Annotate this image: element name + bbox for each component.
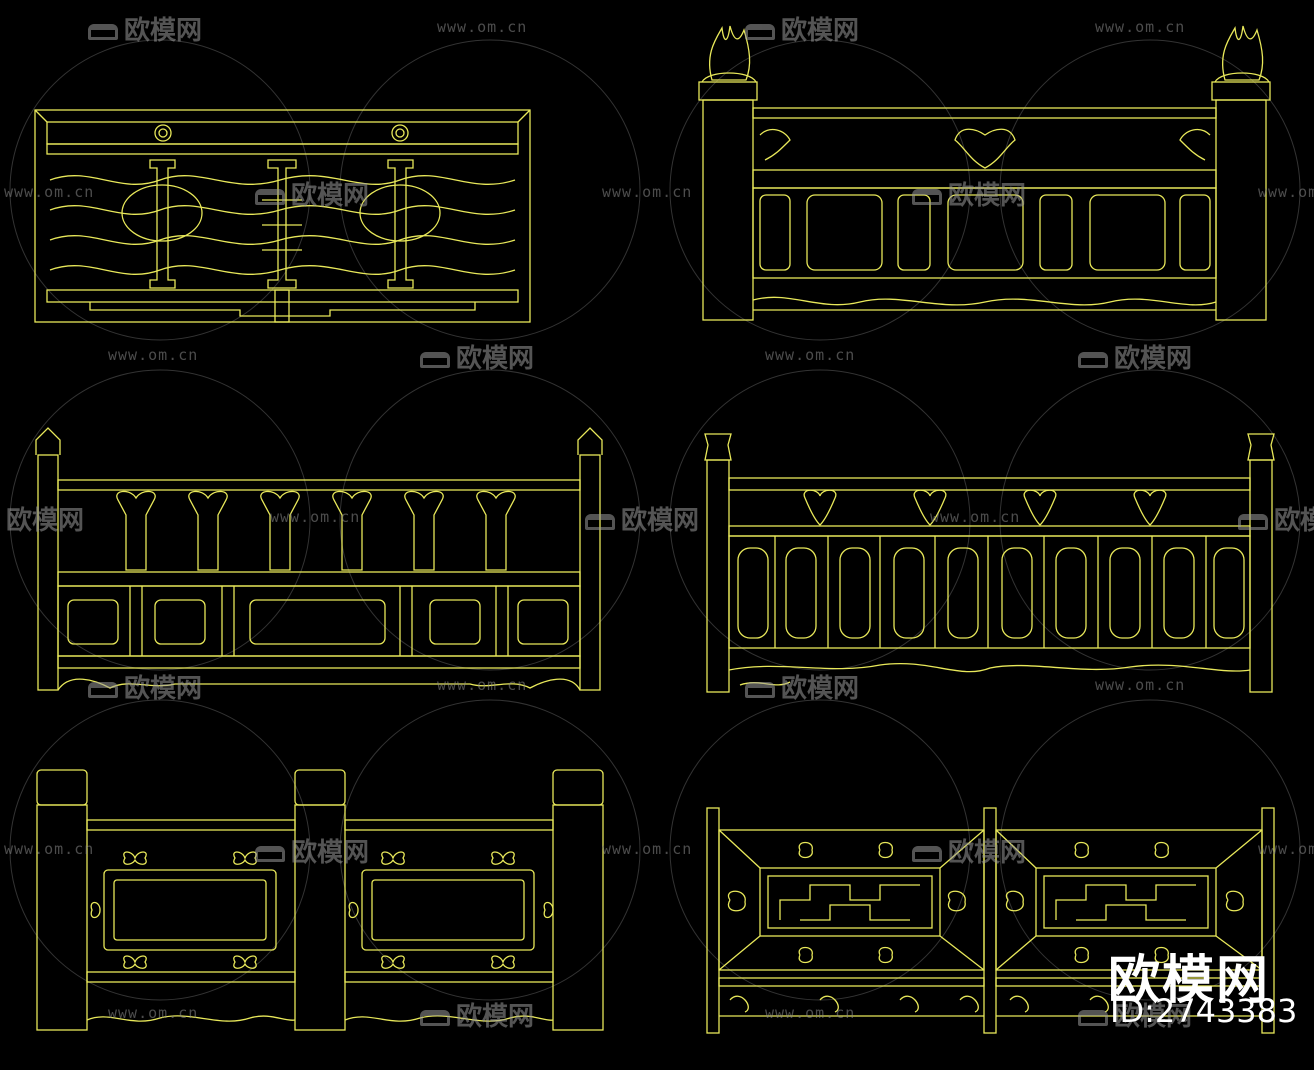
watermark-site: www.om.cn — [602, 183, 693, 201]
sofa-logo-icon — [745, 23, 775, 40]
railing-flame-posts — [698, 25, 1271, 321]
watermark-site: www.om.cn — [1258, 840, 1314, 858]
watermark-brand: 欧模网 — [912, 832, 1026, 869]
watermark-brand: 欧模网 — [420, 996, 534, 1033]
watermark-site: www.om.cn — [602, 840, 693, 858]
watermark-brand: 欧模网 — [6, 506, 85, 536]
watermark-site: www.om.cn — [437, 676, 528, 694]
watermark-circles — [9, 39, 1301, 1001]
railing-scroll-ironwork — [34, 109, 531, 323]
sofa-logo-icon — [912, 845, 942, 862]
stamp-brand: 欧模网 — [1108, 951, 1271, 1011]
watermark-brand: 欧模网 — [1078, 996, 1192, 1033]
sofa-logo-icon — [420, 351, 450, 368]
watermark-brand: 欧模网 — [255, 832, 369, 869]
sofa-logo-icon — [420, 1009, 450, 1026]
watermark-site: www.om.cn — [1095, 18, 1186, 36]
watermark-brand: 欧模网 — [88, 10, 202, 47]
sofa-logo-icon — [255, 188, 285, 205]
watermark-brand: 欧模网 — [745, 668, 859, 705]
sofa-logo-icon — [912, 188, 942, 205]
flame-finial-left — [708, 25, 751, 81]
railing-fret-lattice — [706, 807, 1275, 1034]
sofa-logo-icon — [1078, 1009, 1108, 1026]
watermark-brand: 欧模网 — [420, 338, 534, 375]
watermark-site: www.om.cn — [108, 1004, 199, 1022]
watermark-site: www.om.cn — [4, 183, 95, 201]
watermark-site: www.om.cn — [270, 508, 361, 526]
rosette-left — [154, 124, 172, 142]
sofa-logo-icon — [88, 23, 118, 40]
sofa-logo-icon — [255, 845, 285, 862]
rosette-right — [391, 124, 409, 142]
watermark-site: www.om.cn — [1258, 183, 1314, 201]
watermark-brand: 欧模网 — [255, 175, 369, 212]
watermark-site: www.om.cn — [765, 1004, 856, 1022]
watermark-brand: 欧模网 — [912, 175, 1026, 212]
watermark-site: www.om.cn — [4, 840, 95, 858]
sofa-logo-icon — [585, 513, 615, 530]
watermark-brand: 欧模网 — [1078, 338, 1192, 375]
flame-finial-right — [1221, 25, 1264, 81]
watermark-site: www.om.cn — [930, 508, 1021, 526]
railing-square-posts — [36, 769, 604, 1031]
watermark-brand: 欧模网 — [745, 10, 859, 47]
sofa-logo-icon — [1238, 513, 1268, 530]
watermark-brand: 欧模网 — [585, 500, 699, 537]
watermark-brand: 欧模网 — [1238, 500, 1314, 537]
watermark-site: www.om.cn — [108, 346, 199, 364]
cloud-panel-row — [737, 547, 1245, 639]
sofa-logo-icon — [88, 681, 118, 698]
cloud-scroll-motifs — [727, 841, 1244, 964]
sofa-logo-icon — [745, 681, 775, 698]
railing-vase-balusters — [35, 427, 603, 691]
butterfly-motifs — [90, 851, 554, 969]
vase-baluster-row — [116, 490, 516, 571]
watermark-site: www.om.cn — [1095, 676, 1186, 694]
watermark-site: www.om.cn — [437, 18, 528, 36]
sofa-logo-icon — [1078, 351, 1108, 368]
stamp-id: ID:2743383 — [1110, 992, 1298, 1030]
watermark-site: www.om.cn — [765, 346, 856, 364]
watermark-brand: 欧模网 — [88, 668, 202, 705]
railing-cloud-panels — [704, 433, 1275, 693]
